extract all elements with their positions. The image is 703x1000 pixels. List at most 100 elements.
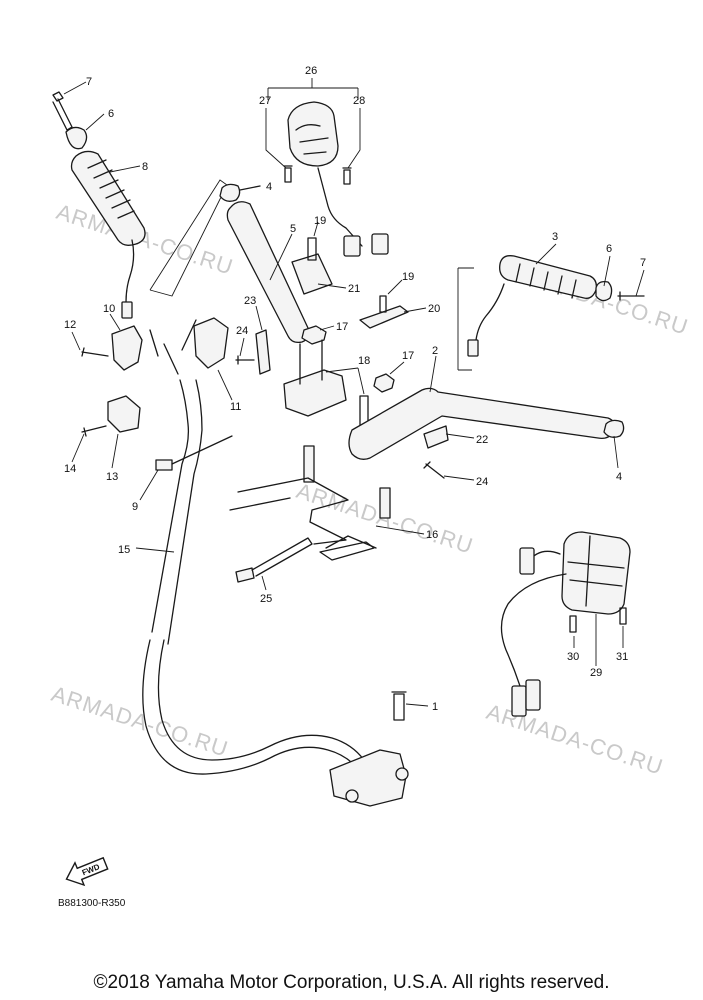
right-grip-assembly <box>457 255 645 371</box>
callout-7-right: 7 <box>640 257 646 269</box>
leader-24-left <box>239 337 245 357</box>
diagram-code: B881300-R350 <box>58 898 126 909</box>
leader-29 <box>573 614 624 666</box>
leader-17-right <box>389 361 405 375</box>
switch-13 <box>107 395 141 433</box>
cable-tie-9-strap <box>171 435 233 465</box>
collar-4-right <box>603 419 625 438</box>
callout-6-left: 6 <box>108 108 114 120</box>
callout-11: 11 <box>230 401 241 413</box>
cable-upper-bundle <box>151 379 190 633</box>
watermark-text: ARMADA-CO.RU <box>48 681 231 762</box>
cable-tie-25-strap <box>251 537 313 577</box>
fastener-a <box>345 789 359 803</box>
leader-28 <box>347 108 361 169</box>
callout-5: 5 <box>290 223 296 235</box>
leader-3 <box>535 243 557 265</box>
fwd-arrow: FWD <box>65 856 109 887</box>
switch-wire-26 <box>317 167 363 247</box>
switch-29-detail <box>567 535 625 607</box>
leader-11 <box>217 369 233 401</box>
callout-18: 18 <box>358 355 370 367</box>
holder-10 <box>111 325 143 371</box>
switch-29-wire <box>500 573 567 687</box>
handlebar-2 <box>348 387 616 460</box>
bolt-19-right <box>379 295 387 313</box>
callout-4-left: 4 <box>266 181 272 193</box>
watermark-text: ARMADA-CO.RU <box>53 199 236 280</box>
callout-2: 2 <box>432 345 438 357</box>
bolt-12 <box>81 347 109 357</box>
handlebar-5 <box>226 201 310 344</box>
leader-22 <box>445 433 475 439</box>
bolt-19-upper <box>307 237 317 261</box>
bolt-7-left <box>52 91 73 131</box>
switch-housing-26 <box>287 101 339 167</box>
callout-7-left: 7 <box>86 76 92 88</box>
switch-housing-29 <box>561 531 631 615</box>
bracket-lower <box>329 749 407 807</box>
lever-holders <box>81 317 229 437</box>
cable-upper-bundle-2 <box>167 379 203 645</box>
callout-14: 14 <box>64 463 76 475</box>
switch-connector-a <box>343 235 361 257</box>
leader-16 <box>375 525 425 535</box>
switch-29-connector-b <box>525 679 541 711</box>
callout-23: 23 <box>244 295 256 307</box>
callout-6-right: 6 <box>606 243 612 255</box>
lower-bracket-16 <box>229 477 377 561</box>
grip-ridges <box>87 159 135 219</box>
callout-31: 31 <box>616 651 628 663</box>
stem-post-left <box>303 445 315 483</box>
leader-8 <box>109 165 141 173</box>
guide-bracket-right <box>457 267 474 371</box>
right-handlebar <box>348 387 625 479</box>
leader-19-right <box>387 279 403 295</box>
callout-1: 1 <box>432 701 438 713</box>
screw-24-left <box>235 355 255 365</box>
callout-numbers: 1 2 3 4 4 5 6 6 7 7 8 9 10 11 12 13 14 1… <box>64 65 646 713</box>
grip-connector-right <box>467 339 479 357</box>
leader-14 <box>71 433 85 463</box>
bracket-16-arm <box>319 541 375 561</box>
leader-10 <box>109 313 121 331</box>
cable-15-lower-2 <box>157 639 365 761</box>
leader-9 <box>139 469 159 501</box>
screw-27 <box>283 165 293 183</box>
callout-24-right: 24 <box>476 476 488 488</box>
callout-17-center: 17 <box>336 321 348 333</box>
fwd-arrow-icon <box>65 856 109 887</box>
right-switch-assembly <box>500 531 631 717</box>
callout-21: 21 <box>348 283 360 295</box>
leader-4-right <box>613 435 619 469</box>
callout-3: 3 <box>552 231 558 243</box>
cable-15-lower <box>142 639 365 777</box>
leader-5 <box>269 233 293 281</box>
switch-29-connector-c <box>519 547 535 575</box>
callout-13: 13 <box>106 471 118 483</box>
screw-30 <box>569 615 577 633</box>
leader-19-upper <box>313 221 319 237</box>
callout-19-right: 19 <box>402 271 414 283</box>
cable-tie-25 <box>235 567 255 583</box>
grip-ridges-right <box>515 263 577 299</box>
left-grip-assembly <box>52 91 146 319</box>
callout-30: 30 <box>567 651 579 663</box>
clamp-21 <box>291 253 333 295</box>
callout-16: 16 <box>426 529 438 541</box>
callout-17-right: 17 <box>402 350 414 362</box>
handlebar-switch-26 <box>265 78 389 257</box>
holder-stem <box>299 339 323 385</box>
leader-24-right <box>443 475 475 481</box>
cables <box>142 379 365 777</box>
end-weight-6-right <box>595 280 613 302</box>
switch-29-connector-a <box>511 685 527 717</box>
stem-post-right <box>379 487 391 519</box>
leader-18 <box>325 367 365 395</box>
leader-2 <box>429 355 437 393</box>
left-handlebar <box>219 183 310 344</box>
callout-22: 22 <box>476 434 488 446</box>
callout-29: 29 <box>590 667 602 679</box>
callout-24-left: 24 <box>236 325 248 337</box>
collar-4-left <box>219 183 241 202</box>
